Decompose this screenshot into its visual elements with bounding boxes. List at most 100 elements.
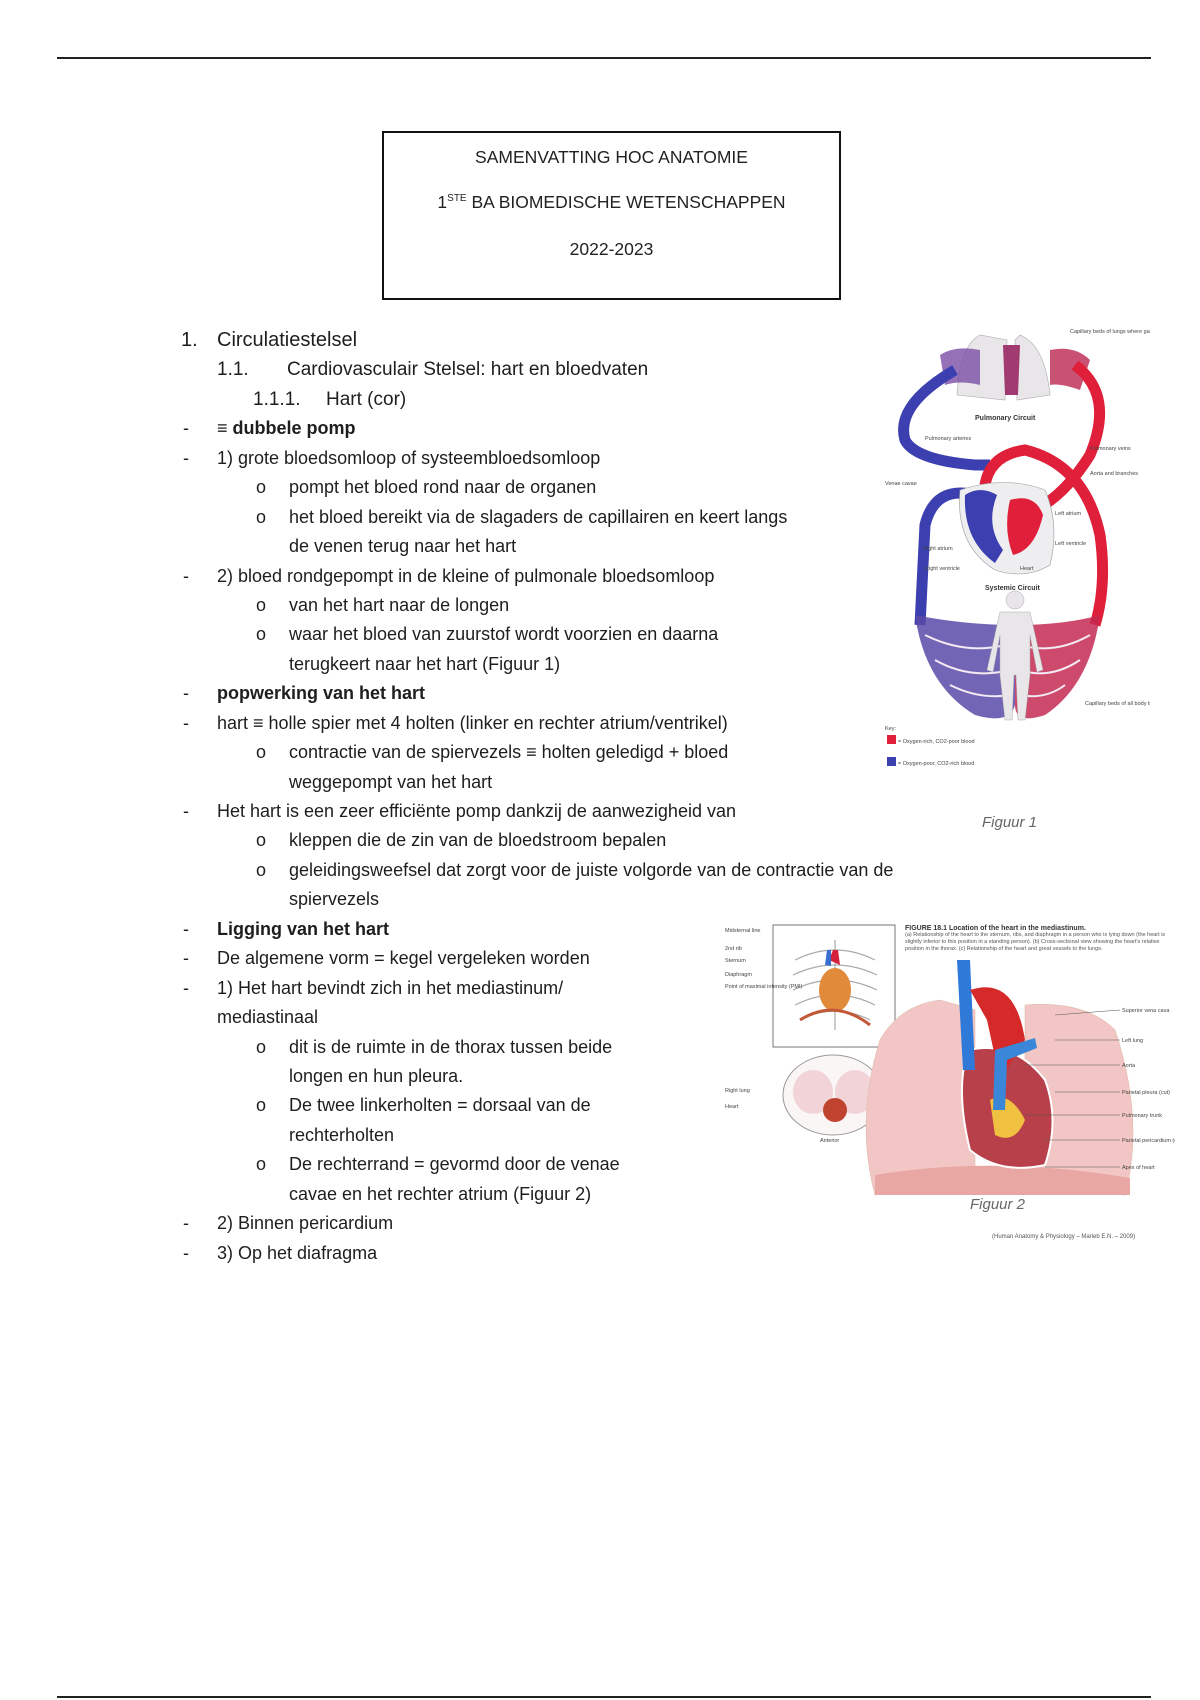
item-text-continuation: spiervezels [289,889,380,910]
item-text-continuation: cavae en het rechter atrium (Figuur 2) [289,1183,592,1204]
dash-list-item: - 2) bloed rondgepompt in de kleine of pu… [0,562,1000,591]
heading-text: Hart (cor) [326,388,407,410]
item-text: popwerking van het hart [217,683,426,704]
rib-label: 2nd rib [725,946,742,952]
heart-label: Heart [725,1104,739,1110]
title-box: SAMENVATTING HOC ANATOMIE 1STE BA BIOMED… [382,131,841,300]
bullet-marker: o [256,1036,267,1057]
header-rule [57,57,1151,59]
program-name: BA BIOMEDISCHE WETENSCHAPPEN [466,192,786,212]
item-text: contractie van de spiervezels ≡ holten g… [289,742,729,763]
item-text-continuation: de venen terug naar het hart [289,536,517,557]
dash-list-item: - popwerking van het hart [0,679,1000,708]
item-text: ≡ dubbele pomp [217,418,356,439]
dash-list-item: - Het hart is een zeer efficiënte pomp da… [0,797,1000,826]
item-text: 2) Binnen pericardium [217,1213,394,1234]
item-text: kleppen die de zin van de bloedstroom be… [289,830,667,851]
svc-label: Superior vena cava [1122,1008,1170,1014]
bullet-marker: o [256,1154,267,1175]
bullet-marker: o [256,859,267,880]
dash-list-item: - hart ≡ holle spier met 4 holten (linker… [0,709,1000,738]
item-text: dit is de ruimte in de thorax tussen bei… [289,1036,613,1057]
item-text: Het hart is een zeer efficiënte pomp dan… [217,801,736,821]
item-text-continuation: terugkeert naar het hart (Figuur 1) [289,653,561,674]
item-text: 1) Het hart bevindt zich in het mediasti… [217,977,564,998]
cap-body-label: Capillary beds of all body tissues where… [1085,701,1150,707]
heading-number: 1. [181,329,198,351]
bullet-marker: o [256,624,267,645]
bullet-marker: o [256,1095,267,1116]
dash-marker: - [183,801,189,821]
document-title: SAMENVATTING HOC ANATOMIE [475,147,748,167]
academic-year: 2022-2023 [569,239,654,259]
year-suffix: STE [447,193,467,205]
dash-marker: - [183,565,189,586]
bullet-marker: o [256,506,267,527]
diaphragm-label: Diaphragm [725,972,752,978]
text-line-continuation: cavae en het rechter atrium (Figuur 2) [0,1180,1000,1209]
right-atrium-label: Right atrium [923,546,953,552]
dash-marker: - [183,683,189,704]
left-atrium-label: Left atrium [1055,511,1081,517]
dash-list-item: - Ligging van het hart [0,915,1000,944]
dash-list-item: -1) Het hart bevindt zich in het mediast… [0,974,1000,1003]
dash-marker: - [183,948,189,969]
dash-list-item: - ≡ dubbele pomp [0,414,1000,443]
dash-marker: - [183,1213,189,1234]
heading-number: 1.1.1. [253,388,301,410]
item-text-continuation: rechterholten [289,1124,395,1145]
parietal-pleura-label: Parietal pleura (cut) [1122,1090,1170,1096]
item-text: 1) grote bloedsomloop of systeembloedsom… [217,447,601,468]
dash-list-item: - 2) Binnen pericardium [0,1209,1000,1238]
parietal-pericardium-label: Parietal pericardium (cut) [1122,1138,1175,1144]
item-text: De algemene vorm = kegel vergeleken word… [217,948,590,969]
bullet-list-item: o geleidingsweefsel dat zorgt voor de jui… [0,856,1000,885]
systemic-circuit-label: Systemic Circuit [985,585,1041,592]
pulmonary-arteries-label: Pulmonary arteries [925,436,971,442]
pulmonary-circuit-label: Pulmonary Circuit [975,415,1036,422]
item-text: De twee linkerholten = dorsaal van de [289,1095,591,1116]
text-line-continuation: terugkeert naar het hart (Figuur 1) [0,650,1000,679]
heading-level-2: 1.1.Cardiovasculair Stelsel: hart en blo… [0,355,1000,384]
left-ventricle-label: Left ventricle [1055,541,1086,547]
item-text: 2) bloed rondgepompt in de kleine of pul… [217,565,715,586]
bullet-marker: o [256,830,267,851]
item-text: hart ≡ holle spier met 4 holten (linker … [217,712,728,733]
bullet-marker: o [256,594,267,615]
key-label: Key: [885,726,896,732]
item-text: Ligging van het hart [217,918,390,939]
dash-list-item: - De algemene vorm = kegel vergeleken wor… [0,944,1000,973]
dash-marker: - [183,447,189,468]
bullet-list-item: o pompt het bloed rond naar de organen [0,473,1000,502]
dash-marker: - [183,418,189,439]
item-text-continuation: mediastinaal [217,1007,319,1028]
pulmonary-trunk-label: Pulmonary trunk [1122,1113,1162,1119]
year-number: 1 [437,192,448,212]
dash-marker: - [183,918,189,939]
item-text: waar het bloed van zuurstof wordt voorzi… [289,624,719,645]
cap-lungs-label: Capillary beds of lungs where gas exchan… [1070,329,1150,335]
item-text: geleidingsweefsel dat zorgt voor de juis… [289,859,894,880]
dash-marker: - [183,1242,189,1263]
sternum-label: Sternum [725,958,746,964]
left-lung-label: Left lung [1122,1038,1143,1044]
figure-2-caption: Figuur 2 [970,1196,1026,1213]
venae-cavae-label: Venae cavae [885,481,917,487]
figure-heading: FIGURE 18.1 Location of the heart in the… [905,925,1086,932]
dash-marker: - [183,712,189,733]
figure-2-citation: (Human Anatomy & Physiology – Marieb E.N… [992,1234,1136,1240]
bullet-marker: o [256,477,267,498]
heart-label: Heart [1020,566,1034,572]
bullet-list-item: o De twee linkerholten = dorsaal van de [0,1091,1000,1120]
midsternal-line-label: Midsternal line [725,928,760,934]
bullet-list-item: o dit is de ruimte in de thorax tussen be… [0,1033,1000,1062]
item-text: pompt het bloed rond naar de organen [289,477,597,498]
item-text: 3) Op het diafragma [217,1242,378,1263]
bullet-list-item: o kleppen die de zin van de bloedstroom b… [0,826,1000,855]
text-line-continuation: mediastinaal [0,1003,1000,1032]
